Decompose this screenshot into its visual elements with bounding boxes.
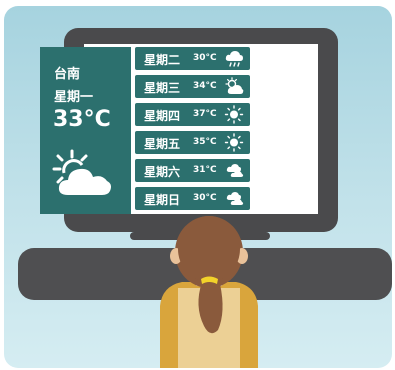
- sun-icon: [224, 105, 244, 124]
- forecast-temperature: 30°C: [193, 53, 217, 63]
- today-day: 星期一: [54, 90, 94, 105]
- forecast-row: 星期五 35°C: [135, 131, 250, 154]
- forecast-day: 星期日: [144, 193, 181, 207]
- forecast-day: 星期二: [144, 53, 181, 67]
- today-weather-panel: 台南 星期一 33°C: [40, 47, 131, 214]
- sun-icon: [224, 133, 244, 152]
- forecast-day: 星期五: [144, 137, 181, 151]
- sun-cloud-icon: [225, 77, 244, 94]
- today-temperature: 33°C: [53, 107, 111, 132]
- forecast-list: 星期二 30°C 星期三 34°C 星期四 37°C 星期五 35°C 星期六 31°C 星期日 30…: [135, 47, 250, 214]
- forecast-row: 星期二 30°C: [135, 47, 250, 70]
- forecast-temperature: 37°C: [193, 109, 217, 119]
- sun-behind-cloud-icon: [52, 149, 111, 195]
- forecast-day: 星期六: [144, 165, 181, 179]
- forecast-row: 星期日 30°C: [135, 187, 250, 210]
- forecast-row: 星期三 34°C: [135, 75, 250, 98]
- forecast-temperature: 35°C: [193, 137, 217, 147]
- forecast-row: 星期六 31°C: [135, 159, 250, 182]
- forecast-temperature: 30°C: [193, 193, 217, 203]
- forecast-day: 星期四: [144, 109, 181, 123]
- cloudy-icon: [226, 164, 244, 177]
- forecast-row: 星期四 37°C: [135, 103, 250, 126]
- person-back-view: [160, 216, 258, 368]
- forecast-temperature: 34°C: [193, 81, 217, 91]
- illustration-scene: 台南 星期一 33°C 星期二 30°C 星期三 34°C 星期四 37°C 星期五 35°C…: [4, 6, 392, 368]
- forecast-day: 星期三: [144, 81, 181, 95]
- city-name: 台南: [54, 67, 81, 82]
- cloudy-icon: [226, 192, 244, 205]
- rain-cloud-icon: [225, 51, 243, 67]
- forecast-temperature: 31°C: [193, 165, 217, 175]
